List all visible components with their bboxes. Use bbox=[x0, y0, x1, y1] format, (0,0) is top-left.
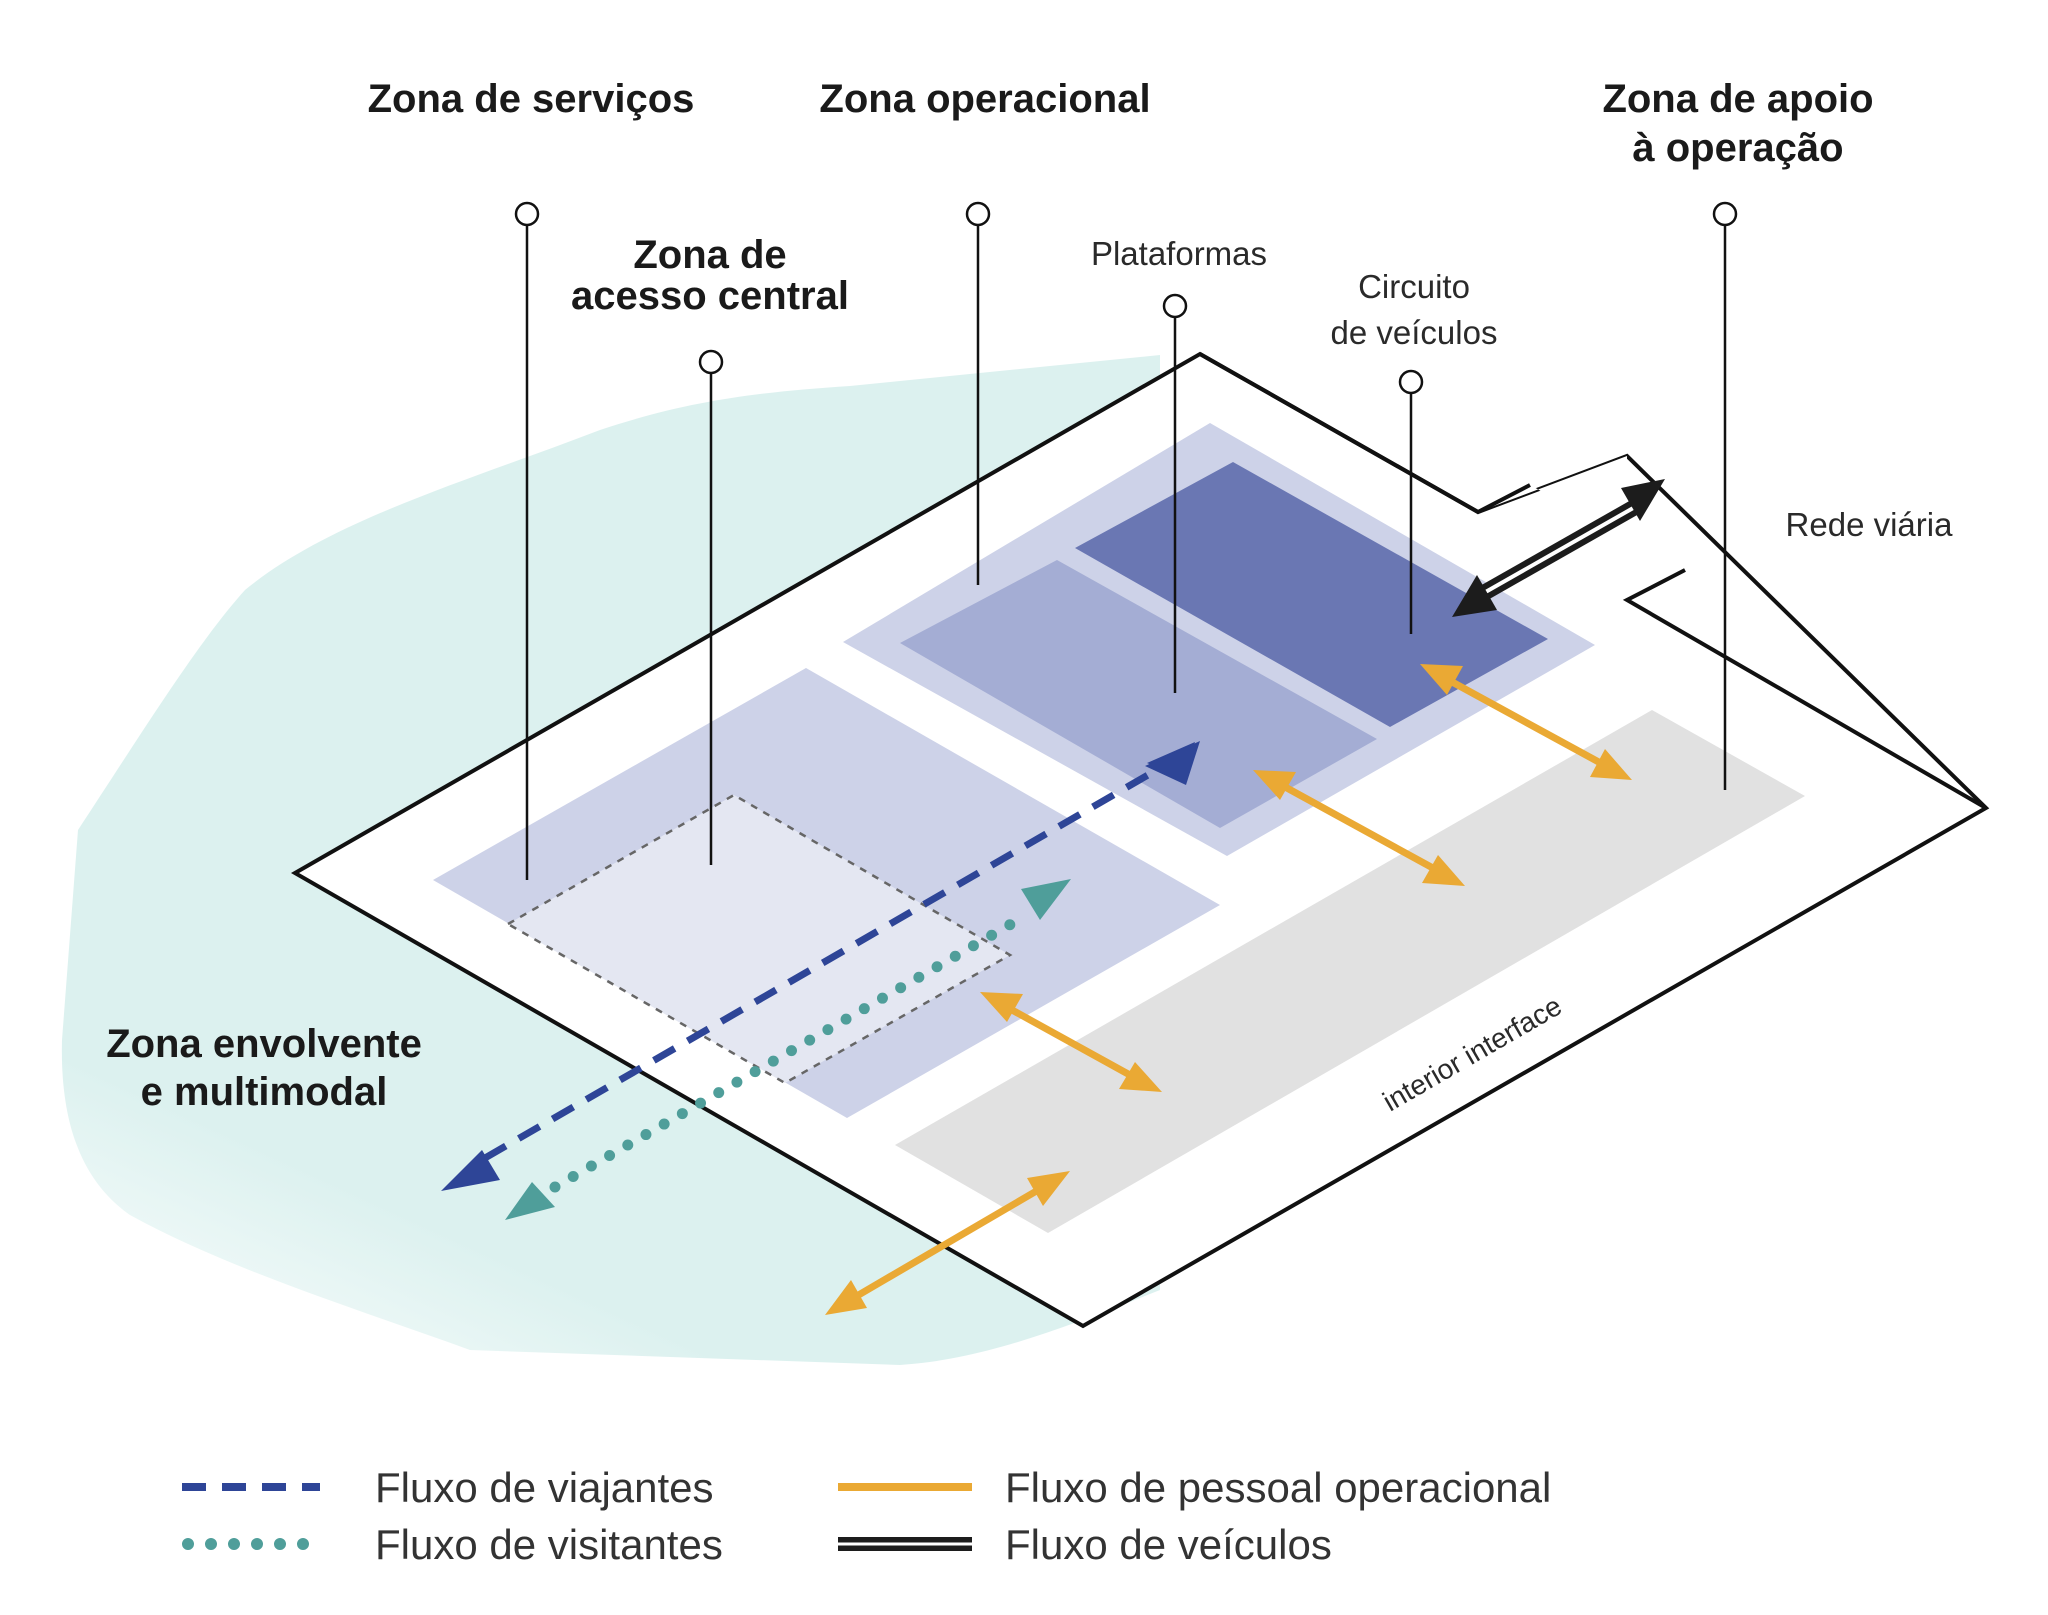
staff-flow-arrow-1 bbox=[1420, 664, 1632, 780]
legend-travellers-label: Fluxo de viajantes bbox=[375, 1464, 714, 1511]
operational-zone bbox=[843, 423, 1595, 856]
legend-staff-label: Fluxo de pessoal operacional bbox=[1005, 1464, 1551, 1511]
label-circuito-1: Circuito bbox=[1358, 268, 1470, 305]
label-plataformas: Plataformas bbox=[1091, 235, 1267, 272]
vehicle-circuit-zone bbox=[1075, 462, 1548, 727]
leader-operational bbox=[965, 201, 991, 585]
interior-interface-zone bbox=[895, 710, 1805, 1233]
label-zona-envolvente-2: e multimodal bbox=[141, 1070, 388, 1114]
label-zona-operacional: Zona operacional bbox=[819, 77, 1150, 121]
leader-platforms bbox=[1162, 293, 1188, 693]
platforms-zone bbox=[900, 560, 1377, 828]
legend: Fluxo de viajantes Fluxo de visitantes F… bbox=[182, 1464, 1551, 1568]
label-zona-acesso-2: acesso central bbox=[571, 274, 849, 318]
legend-vehicles-label: Fluxo de veículos bbox=[1005, 1521, 1332, 1568]
label-zona-apoio-2: à operação bbox=[1632, 126, 1843, 170]
label-zona-envolvente-1: Zona envolvente bbox=[106, 1022, 422, 1066]
vehicle-flow-arrow bbox=[1452, 479, 1665, 617]
staff-flow-arrow-3 bbox=[980, 992, 1162, 1092]
leader-services bbox=[514, 201, 540, 880]
visitors-flow-arrow bbox=[505, 879, 1071, 1220]
label-circuito-2: de veículos bbox=[1331, 314, 1498, 351]
legend-visitors-label: Fluxo de visitantes bbox=[375, 1521, 723, 1568]
staff-flow-arrow-2 bbox=[1253, 770, 1465, 886]
leader-central-access bbox=[698, 349, 724, 865]
label-zona-apoio-1: Zona de apoio bbox=[1602, 77, 1873, 121]
staff-flow-arrow-4 bbox=[825, 1171, 1070, 1315]
label-rede-viaria: Rede viária bbox=[1786, 506, 1954, 543]
label-zona-servicos: Zona de serviços bbox=[368, 77, 695, 121]
travellers-flow-arrow bbox=[441, 741, 1200, 1191]
leader-support bbox=[1712, 201, 1738, 790]
central-access-zone bbox=[505, 793, 1013, 1085]
leader-vehicle-circuit bbox=[1398, 369, 1424, 634]
label-zona-acesso-1: Zona de bbox=[633, 233, 786, 277]
